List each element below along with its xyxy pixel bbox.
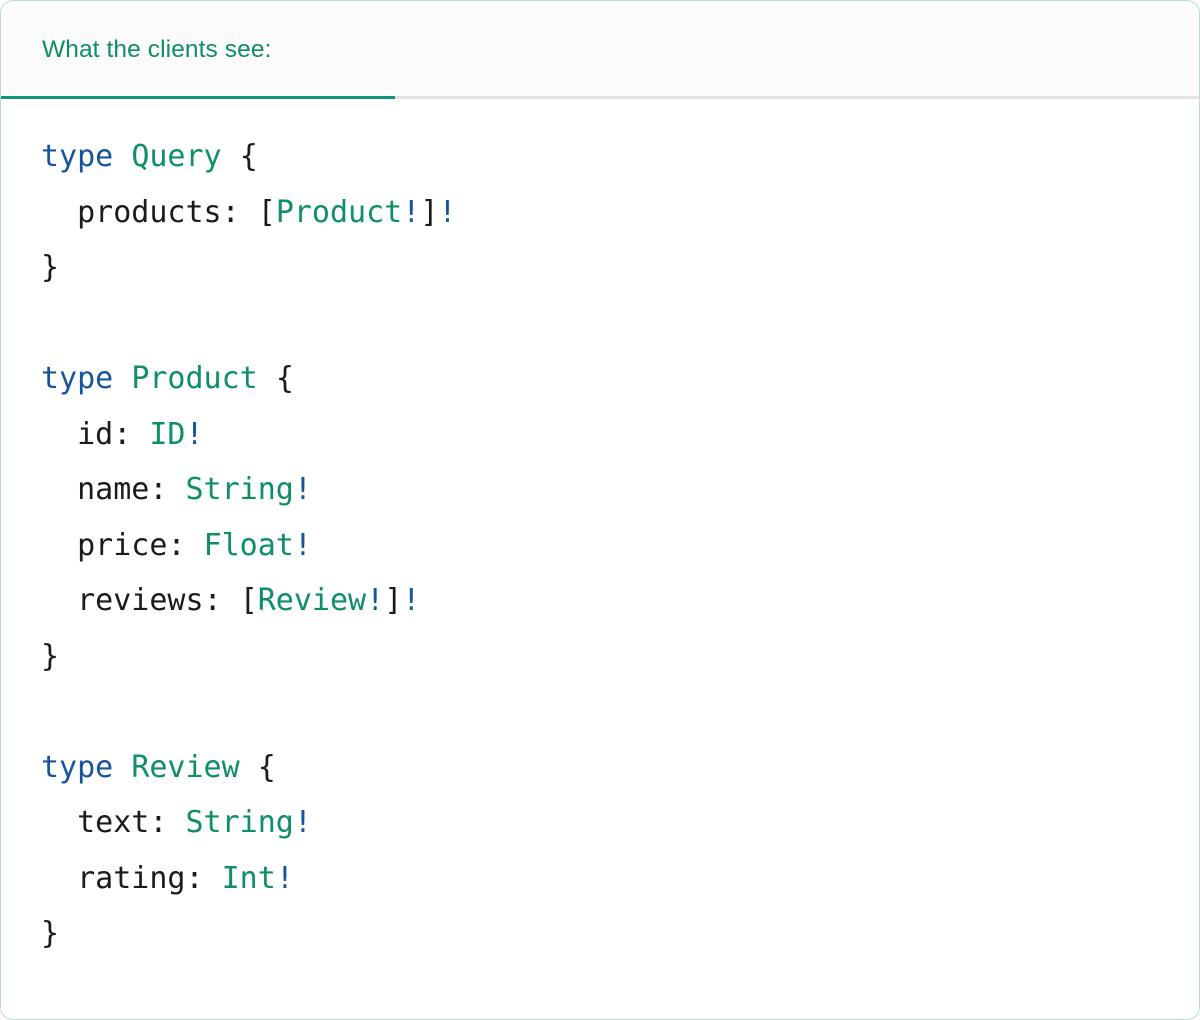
tab-what-the-clients-see[interactable]: What the clients see:	[1, 1, 395, 99]
code-line: type Product {	[41, 351, 1199, 407]
token-keyword-type: type	[41, 361, 114, 396]
token-field-reviews: reviews	[77, 583, 204, 618]
token-type-string: String	[185, 472, 294, 507]
tab-label: What the clients see:	[42, 36, 272, 63]
token-type-float: Float	[203, 527, 294, 563]
token-brace-open: {	[239, 139, 258, 174]
token-colon: :	[167, 527, 204, 563]
token-indent	[41, 472, 77, 507]
token-indent	[41, 195, 77, 230]
token-brace-close: }	[41, 916, 60, 951]
tab-bar: What the clients see:	[1, 1, 1199, 99]
token-type-id: ID	[149, 416, 186, 452]
token-keyword-type: type	[41, 139, 114, 174]
tab-bar-divider	[1, 96, 1199, 99]
token-type-string: String	[185, 805, 294, 840]
token-bracket-open: [	[239, 583, 258, 618]
token-bracket-open: [	[257, 194, 276, 230]
token-brace-close: }	[41, 250, 60, 285]
token-colon: :	[185, 860, 222, 896]
token-type-int: Int	[221, 860, 276, 896]
token-colon: :	[221, 194, 258, 230]
token-space	[113, 361, 131, 396]
token-brace-close: }	[41, 638, 60, 674]
graphql-schema-code: type Query { products: [Product!]!} type…	[1, 129, 1199, 962]
code-line: reviews: [Review!]!	[41, 573, 1199, 629]
token-colon: :	[149, 805, 186, 840]
token-type-query: Query	[131, 139, 222, 174]
code-line: }	[41, 906, 1199, 962]
code-line-blank	[41, 684, 1199, 740]
token-bang: !	[293, 805, 312, 840]
code-line: products: [Product!]!	[41, 185, 1199, 241]
token-type-product: Product	[275, 194, 403, 230]
token-bang: !	[293, 527, 312, 563]
code-line: }	[41, 629, 1199, 685]
token-indent	[41, 528, 77, 563]
token-space	[258, 361, 276, 396]
token-field-name: name	[77, 472, 150, 507]
token-bracket-close: ]	[420, 194, 439, 230]
code-pane[interactable]: type Query { products: [Product!]!} type…	[1, 99, 1199, 1019]
code-line: text: String!	[41, 795, 1199, 851]
token-bang: !	[402, 583, 421, 618]
token-field-id: id	[77, 416, 114, 452]
token-bang: !	[293, 472, 312, 507]
token-type-review: Review	[131, 749, 240, 785]
token-bang: !	[185, 416, 204, 452]
token-space	[113, 139, 131, 174]
token-type-review: Review	[257, 583, 367, 618]
code-line: rating: Int!	[41, 851, 1199, 907]
token-indent	[41, 861, 77, 896]
token-field-text: text	[77, 805, 150, 840]
token-keyword-type: type	[41, 749, 114, 785]
token-field-price: price	[77, 527, 168, 563]
token-colon: :	[113, 416, 150, 452]
token-indent	[41, 805, 77, 840]
token-bang: !	[438, 194, 457, 230]
token-bang: !	[402, 194, 421, 230]
token-space	[240, 750, 258, 785]
code-line: price: Float!	[41, 518, 1199, 574]
token-space	[222, 139, 240, 174]
token-brace-open: {	[275, 361, 294, 396]
token-bang: !	[275, 860, 294, 896]
token-bang: !	[366, 583, 385, 618]
token-bracket-close: ]	[384, 583, 403, 618]
token-field-products: products	[77, 194, 222, 230]
code-line: type Review {	[41, 740, 1199, 796]
code-line-blank	[41, 296, 1199, 352]
code-line: type Query {	[41, 129, 1199, 185]
token-colon: :	[203, 583, 240, 618]
token-colon: :	[149, 472, 186, 507]
token-field-rating: rating	[77, 860, 186, 896]
token-indent	[41, 417, 77, 452]
token-space	[113, 750, 131, 785]
code-line: name: String!	[41, 462, 1199, 518]
token-indent	[41, 583, 77, 618]
tab-active-underline	[1, 96, 395, 99]
token-type-product: Product	[131, 361, 258, 396]
token-brace-open: {	[257, 749, 276, 785]
code-line: id: ID!	[41, 407, 1199, 463]
code-line: }	[41, 240, 1199, 296]
